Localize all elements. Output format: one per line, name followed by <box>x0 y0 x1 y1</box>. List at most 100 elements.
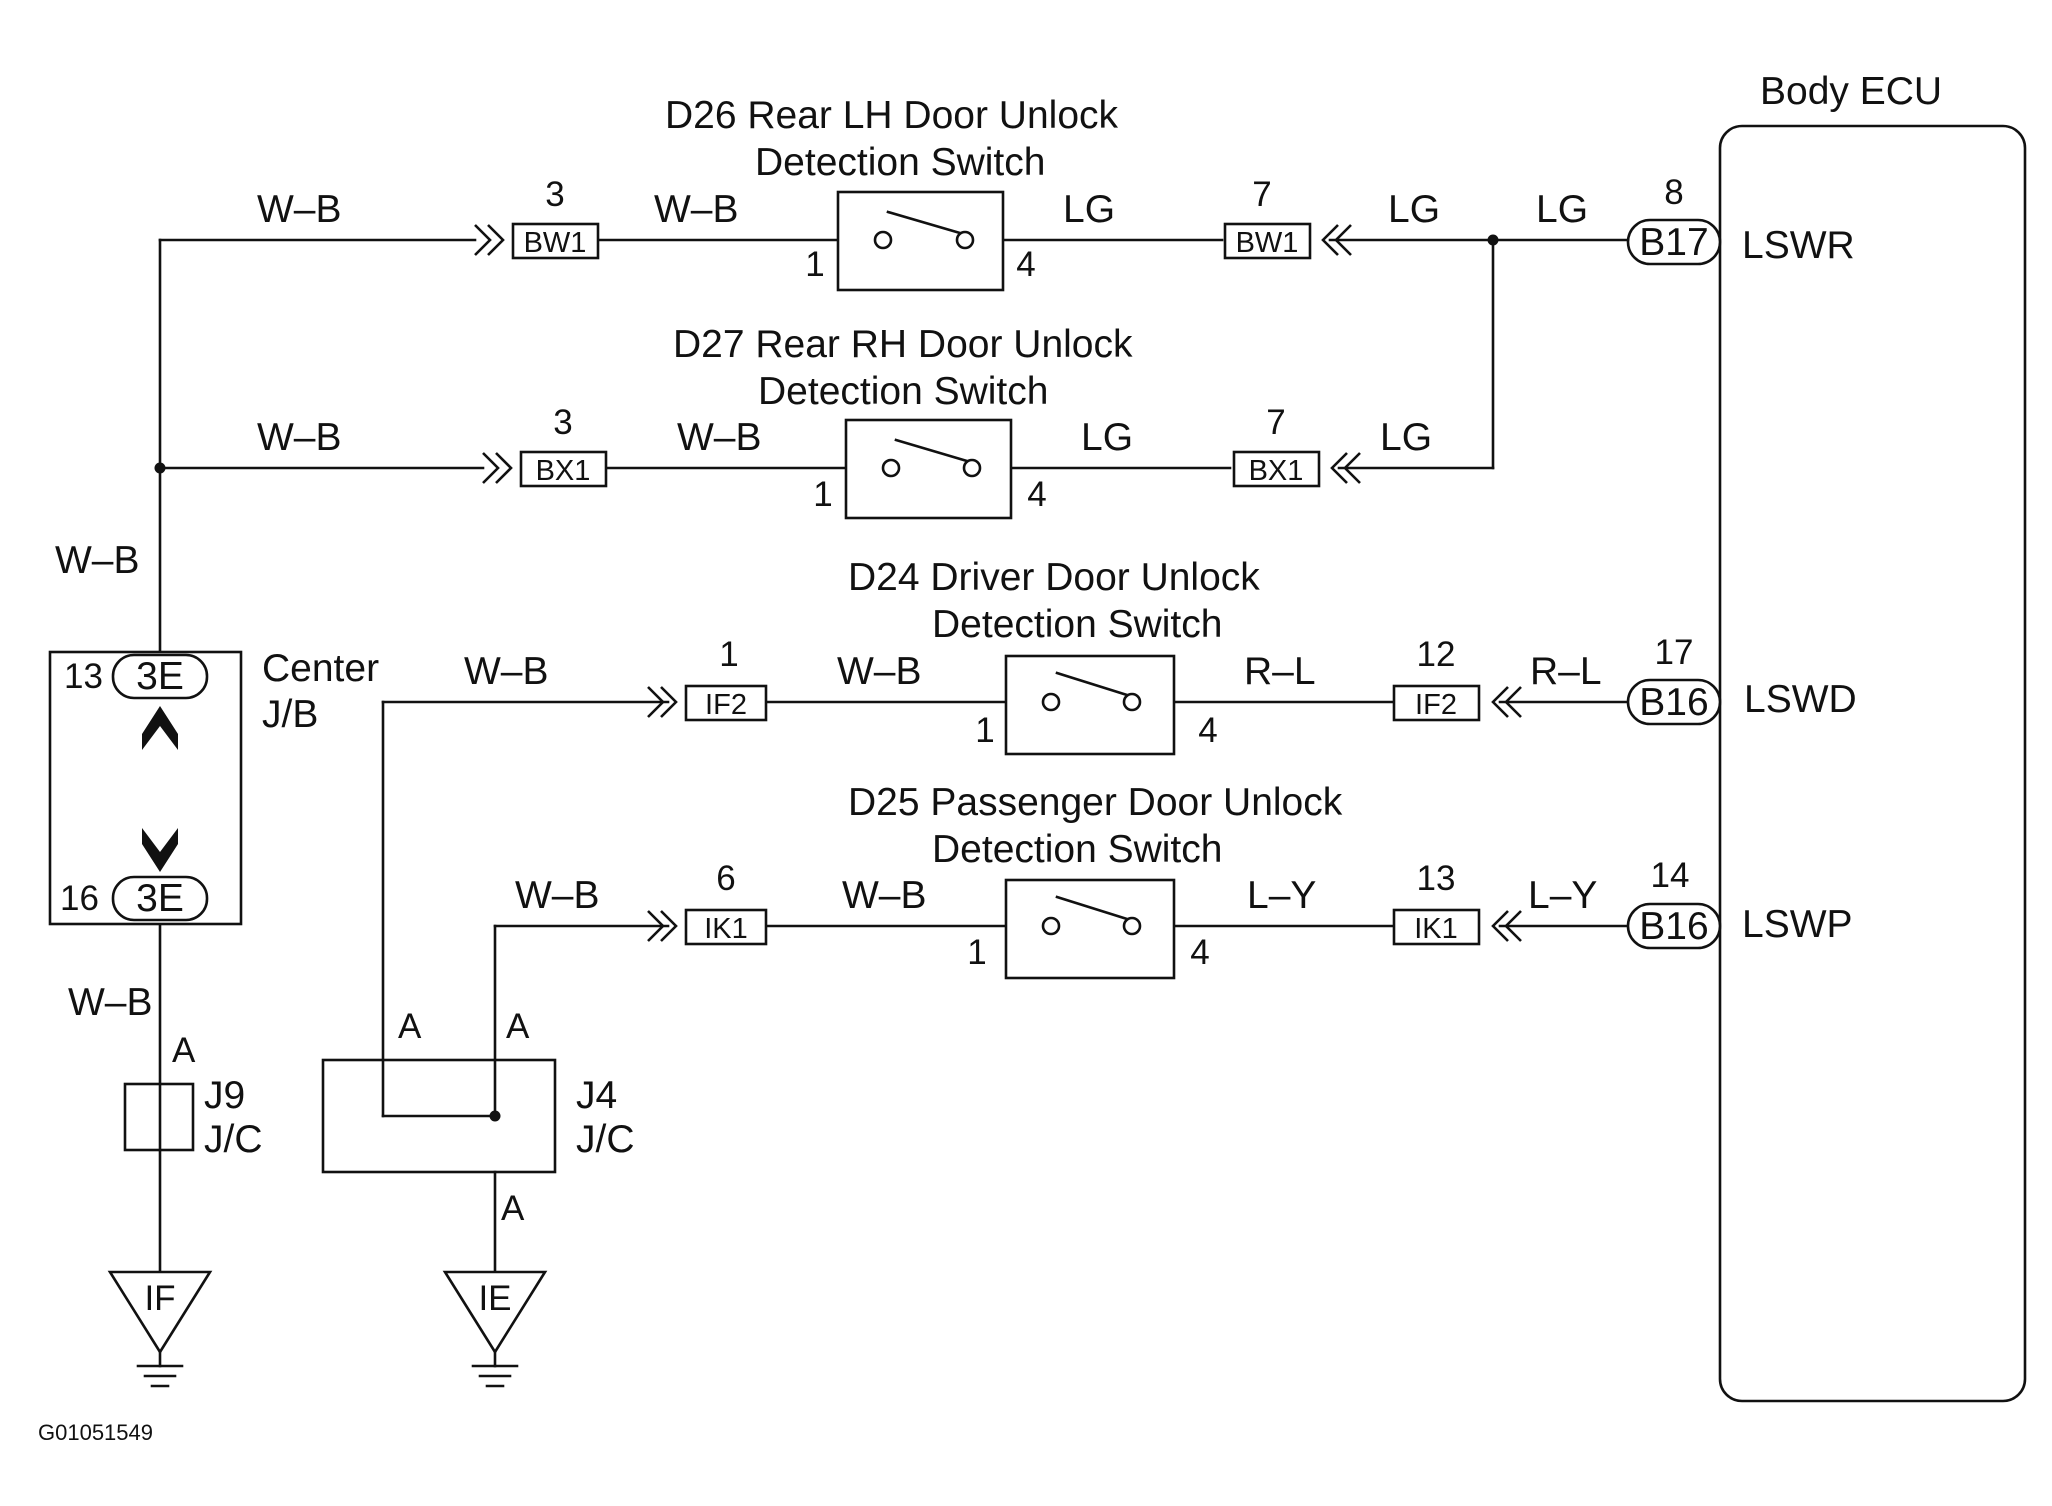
pin-number: 7 <box>1266 403 1285 442</box>
pin-number: 7 <box>1252 175 1271 214</box>
center-junction-block: 3E 13 3E 16 Center J/B <box>48 647 379 926</box>
ground-triangle-icon <box>442 1270 548 1355</box>
pin-number: 4 <box>1016 245 1035 284</box>
switch-d27-title: D27 Rear RH Door Unlock <box>673 323 1133 366</box>
wires <box>154 234 1630 1274</box>
chevron-female-icon <box>1491 686 1509 718</box>
connector-bx1-left <box>519 450 608 488</box>
body-ecu-box <box>1718 124 2027 1403</box>
wire-label-lg: LG <box>1388 188 1440 231</box>
wire-label-wb: W–B <box>654 188 739 231</box>
terminal-lswd: LSWD <box>1744 678 1857 721</box>
connector-bw1-left <box>511 222 600 260</box>
wire-label-wb: W–B <box>464 650 549 693</box>
pin-number: 4 <box>1027 475 1046 514</box>
switch-d27: D27 Rear RH Door Unlock Detection Switch <box>673 323 1133 520</box>
j9-label: J9 <box>204 1074 245 1117</box>
switch-contact-icon <box>881 458 901 478</box>
connector-ik1-right <box>1392 908 1481 946</box>
wire-label-wb: W–B <box>837 650 922 693</box>
pin-number: 8 <box>1664 173 1683 212</box>
wire-label-lg: LG <box>1063 188 1115 231</box>
pin-number: 14 <box>1651 856 1690 895</box>
wire-label-wb: W–B <box>842 874 927 917</box>
pin-number: 6 <box>716 859 735 898</box>
body-ecu-title: Body ECU <box>1760 70 1942 113</box>
connector-ik1-left-label: IK1 <box>704 913 748 945</box>
wire-label-rl: R–L <box>1530 650 1602 693</box>
ground-ie-label: IE <box>478 1279 511 1318</box>
switch-lever-icon <box>886 210 962 235</box>
connector-ik1-right-label: IK1 <box>1414 913 1458 945</box>
switch-d24: D24 Driver Door Unlock Detection Switch <box>848 556 1260 756</box>
ground-triangle-icon <box>107 1270 213 1355</box>
switch-contact-icon <box>955 230 975 250</box>
switch-lever-icon <box>1055 895 1129 921</box>
arrow-down-icon <box>142 828 178 872</box>
chevron-female-icon <box>1491 910 1509 942</box>
junction-connector-j9: J9 J/C <box>123 1074 263 1161</box>
wire-label-ly: L–Y <box>1528 874 1597 917</box>
chevron-female-icon <box>1334 224 1352 256</box>
connector-if2-left <box>684 684 768 722</box>
connector-3e-bottom-label: 3E <box>136 877 184 920</box>
pin-number: 1 <box>805 245 824 284</box>
center-jb-label: Center <box>262 647 379 690</box>
pin-number: 1 <box>719 635 738 674</box>
switch-d27-subtitle: Detection Switch <box>758 370 1048 413</box>
connector-b17 <box>1626 218 1722 266</box>
connector-b16-lswd <box>1626 678 1722 726</box>
body-ecu: Body ECU LSWR LSWD LSWP <box>1718 70 2027 1403</box>
connector-bw1-right <box>1223 222 1312 260</box>
center-jb-sublabel: J/B <box>262 693 318 736</box>
splice-point <box>489 1110 501 1122</box>
pin-number: 13 <box>64 657 103 696</box>
connector-bx1-left-label: BX1 <box>536 455 591 487</box>
wire-label-lg: LG <box>1380 416 1432 459</box>
connector-bw1-left-label: BW1 <box>524 227 587 259</box>
pin-number: 3 <box>553 403 572 442</box>
switch-d25-title: D25 Passenger Door Unlock <box>848 781 1343 824</box>
terminal-lswp: LSWP <box>1742 903 1853 946</box>
connector-3e-top <box>111 653 209 700</box>
connector-b17-label: B17 <box>1639 221 1708 264</box>
switch-contact-icon <box>1122 916 1142 936</box>
pin-number: A <box>398 1007 422 1046</box>
switch-d25: D25 Passenger Door Unlock Detection Swit… <box>848 781 1343 980</box>
chevron-male-icon <box>487 224 505 256</box>
connector-ik1-left <box>684 908 768 946</box>
connector-bx1-right <box>1232 450 1321 488</box>
pin-number: A <box>501 1189 525 1228</box>
connector-boxes: BW1 BW1 BX1 BX1 IF2 IF2 IK1 IK1 B17 B16 … <box>511 218 1722 950</box>
pin-number: 1 <box>967 933 986 972</box>
pin-number: 13 <box>1417 859 1456 898</box>
wire-label-wb: W–B <box>68 981 153 1024</box>
switch-d26-title: D26 Rear LH Door Unlock <box>665 94 1119 137</box>
switch-d27-box <box>844 418 1013 520</box>
connector-b16-lswp-label: B16 <box>1639 905 1708 948</box>
connector-b16-lswp <box>1626 902 1722 950</box>
switch-contact-icon <box>1041 692 1061 712</box>
connector-bw1-right-label: BW1 <box>1236 227 1299 259</box>
pin-number: 16 <box>60 879 99 918</box>
connector-if2-right <box>1392 684 1481 722</box>
switch-d26-box <box>836 190 1005 292</box>
chevron-male-icon <box>647 686 665 718</box>
chevron-female-icon <box>1343 452 1361 484</box>
chevron-male-icon <box>474 224 492 256</box>
chevron-male-icon <box>647 910 665 942</box>
figure-code: G01051549 <box>38 1420 153 1445</box>
j4-jc-label: J/C <box>576 1118 635 1161</box>
switch-d25-subtitle: Detection Switch <box>932 828 1222 871</box>
wire-label-lg: LG <box>1081 416 1133 459</box>
switch-d26: D26 Rear LH Door Unlock Detection Switch <box>665 94 1119 292</box>
pin-number: 3 <box>545 175 564 214</box>
connector-b16-lswd-label: B16 <box>1639 681 1708 724</box>
pin-number: 4 <box>1198 711 1217 750</box>
pin-number: 1 <box>813 475 832 514</box>
connector-3e-top-label: 3E <box>136 655 184 698</box>
switch-lever-icon <box>1055 671 1129 697</box>
splice-point <box>154 462 166 474</box>
switch-d25-box <box>1004 878 1176 980</box>
